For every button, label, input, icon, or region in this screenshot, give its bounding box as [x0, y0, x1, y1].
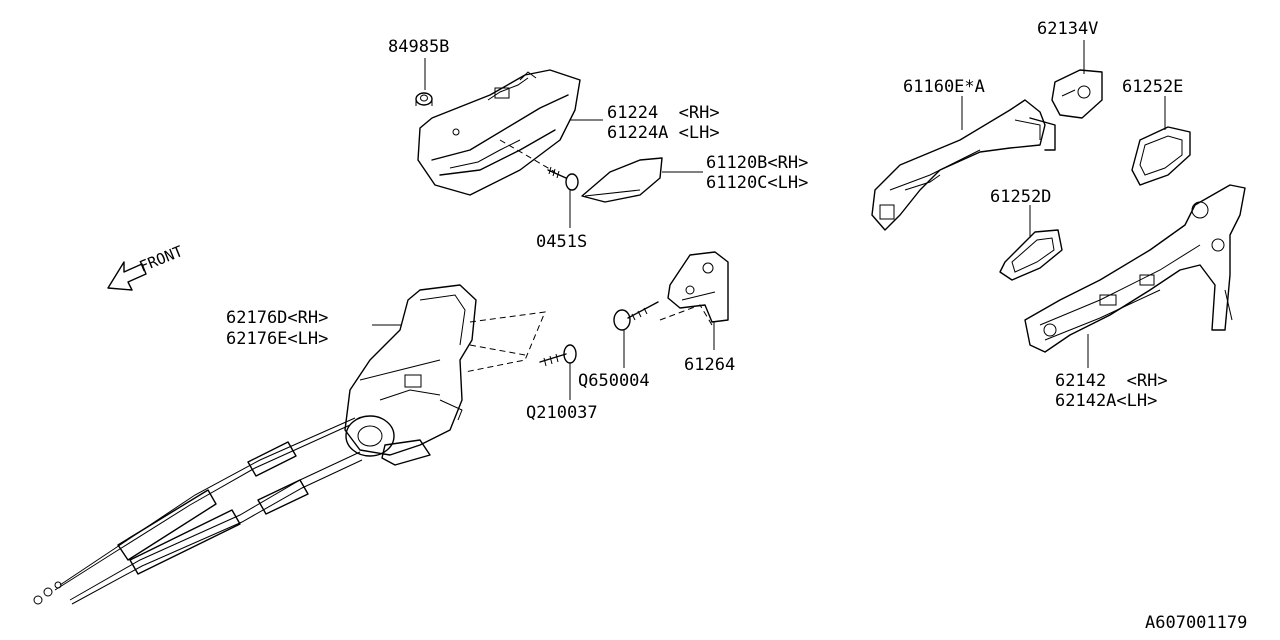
label-62142-rh: 62142 <RH>	[1055, 371, 1168, 391]
front-label: FRONT	[137, 242, 186, 276]
door-latch-62176d	[344, 284, 546, 466]
screw-0451s	[547, 166, 579, 191]
diagram-code: A607001179	[1145, 613, 1247, 633]
inner-handle-61224	[417, 69, 581, 196]
outer-handle-61160e	[871, 99, 1056, 231]
gasket-61252e	[1131, 126, 1191, 186]
nut-84985b	[415, 92, 433, 106]
label-61264: 61264	[684, 355, 735, 375]
screw-q210037	[539, 344, 577, 367]
label-61252d: 61252D	[990, 187, 1051, 207]
handle-frame-62142	[1024, 184, 1246, 353]
label-0451s: 0451S	[536, 232, 587, 252]
label-q210037: Q210037	[526, 403, 598, 423]
striker-61264	[659, 251, 729, 326]
label-61120b-rh: 61120B<RH>	[706, 153, 808, 173]
bezel-61120b	[581, 157, 663, 203]
label-62142a-lh: 62142A<LH>	[1055, 391, 1157, 411]
label-61120c-lh: 61120C<LH>	[706, 173, 808, 193]
screw-q650004	[613, 301, 659, 331]
front-arrow-icon	[107, 261, 147, 291]
label-62176d-rh: 62176D<RH>	[226, 308, 328, 328]
label-61224a-lh: 61224A <LH>	[607, 123, 720, 143]
label-61224-rh: 61224 <RH>	[607, 103, 720, 123]
latch-cables	[33, 417, 363, 605]
label-62176e-lh: 62176E<LH>	[226, 329, 328, 349]
gasket-61252d	[999, 229, 1063, 281]
label-61160e: 61160E*A	[903, 77, 985, 97]
label-q650004: Q650004	[578, 371, 650, 391]
label-84985b: 84985B	[388, 37, 449, 57]
leader-lines	[372, 40, 1166, 400]
cap-62134v	[1051, 69, 1103, 119]
label-62134v: 62134V	[1037, 19, 1098, 39]
label-61252e: 61252E	[1122, 77, 1183, 97]
